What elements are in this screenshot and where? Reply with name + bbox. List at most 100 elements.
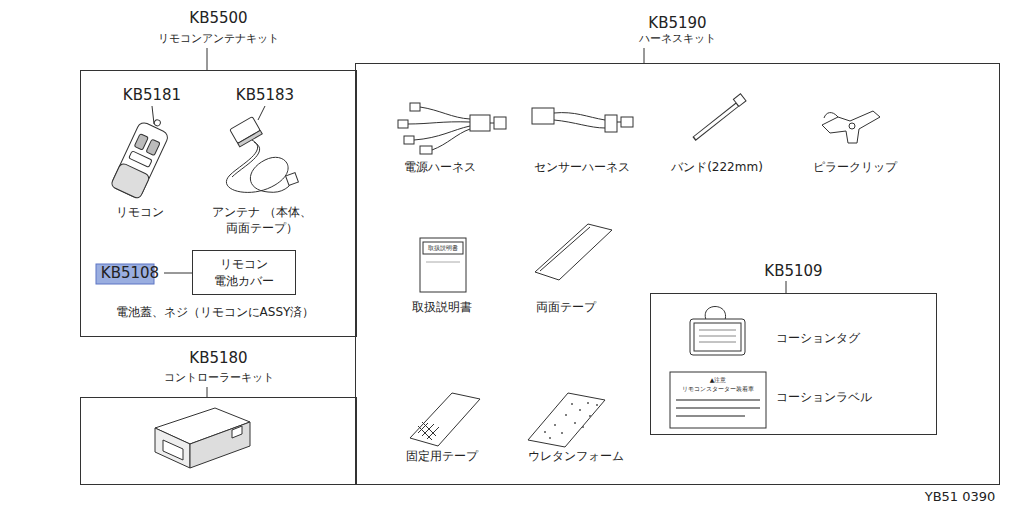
wire (420, 107, 470, 119)
clip-hole (849, 123, 855, 129)
foam-dot (579, 409, 581, 411)
part-name: 両面テープ (536, 300, 596, 316)
manual-title-box (423, 242, 463, 254)
tag-line (699, 342, 736, 343)
part-name: 取扱説明書 (412, 300, 472, 316)
kit-box: KB5190ハーネスキットKB5109 (355, 63, 1000, 485)
wire (408, 122, 470, 124)
remote-icon (110, 113, 173, 199)
antenna-icon (226, 117, 298, 193)
caution-tag-icon (690, 307, 745, 356)
tag-string (705, 307, 725, 321)
antenna-cable (226, 140, 294, 192)
wire (432, 129, 470, 150)
part-name: ウレタンフォーム (528, 449, 624, 465)
manual-cover (420, 238, 466, 292)
part-name: バンド(222mm) (671, 160, 763, 176)
manual-line (426, 262, 460, 263)
band-icon (694, 94, 746, 139)
label-text-line (676, 399, 760, 401)
connector (420, 146, 432, 154)
foam-dot (596, 404, 598, 406)
label-text-line (676, 415, 745, 417)
connector (398, 120, 408, 128)
warning-text: リモコンスターター装着車 (682, 386, 754, 393)
controller-socket (232, 426, 242, 438)
part-name: アンテナ （本体、両面テープ） (196, 205, 328, 236)
remote-button (146, 139, 160, 155)
foam-dot (571, 403, 573, 405)
remote-button (129, 151, 152, 168)
part-name: コーションタグ (776, 331, 860, 347)
leader-lines (152, 48, 786, 397)
wire (490, 123, 494, 124)
antenna-pad (286, 173, 299, 186)
foam-dot (565, 414, 567, 416)
antenna-cable (232, 142, 260, 177)
wire (554, 120, 605, 128)
kit-box: KB5500リモコンアンテナキットリモコン 電池カバー (80, 70, 357, 337)
foam-dot (589, 415, 591, 417)
urethane-foam-icon (528, 393, 605, 447)
part-note: 電池蓋、ネジ（リモコンにASSY済） (116, 305, 315, 321)
caution-label-icon (670, 372, 766, 428)
leader-line (258, 106, 265, 120)
controller-icon (155, 408, 250, 468)
leader-line (207, 387, 208, 397)
band-strap (695, 105, 737, 138)
remote-button (134, 134, 148, 150)
pillar-clip-icon (822, 111, 880, 143)
connector (410, 103, 420, 111)
fixing-tape-icon (410, 393, 480, 446)
part-number: KB5108 (101, 264, 159, 284)
leader-line (164, 273, 192, 274)
tape-sheet (410, 393, 480, 446)
label-text-line (676, 407, 760, 409)
part-box: リモコン 電池カバー (192, 250, 296, 295)
tag-line (699, 336, 736, 337)
part-number: KB5183 (236, 86, 294, 106)
part-name: リモコン (116, 205, 164, 221)
connector (532, 108, 554, 124)
foam-dot (561, 432, 563, 434)
band-head (733, 94, 746, 107)
connector (470, 115, 490, 131)
kit-name: コントローラーキット (41, 371, 396, 384)
antenna-body (230, 117, 263, 147)
part-name: 電源ハーネス (404, 160, 476, 176)
tape-edge (540, 227, 590, 271)
kit-name: ハーネスキット (316, 32, 1024, 45)
kit-box: KB5180コントローラーキット (80, 397, 357, 485)
foam-dot (587, 402, 589, 404)
manual-icon (420, 238, 466, 292)
label-sheet (670, 372, 766, 428)
remote-base (110, 162, 150, 199)
wire (617, 122, 621, 123)
tape-hatch (418, 422, 439, 440)
key-ring (153, 119, 161, 127)
connector (605, 115, 617, 132)
tag-inner (694, 323, 741, 351)
part-name: コーションラベル (776, 390, 872, 406)
connector (404, 136, 414, 144)
foam-dot (554, 424, 556, 426)
kit-number: KB5180 (41, 349, 396, 367)
tag-body (690, 319, 745, 355)
remote-body (110, 121, 169, 200)
wire (554, 113, 605, 120)
leader-line (152, 106, 154, 124)
leader-line (786, 281, 787, 293)
kit-box: KB5109 (650, 293, 937, 435)
leader-line (644, 48, 645, 63)
cover-text: 取扱説明書 (428, 244, 458, 252)
sensor-harness-icon (532, 108, 633, 132)
band-strap (694, 104, 738, 139)
drawing-number: YB51 0390 (925, 489, 996, 506)
foam-dot (574, 422, 576, 424)
foam-dot (582, 426, 584, 428)
